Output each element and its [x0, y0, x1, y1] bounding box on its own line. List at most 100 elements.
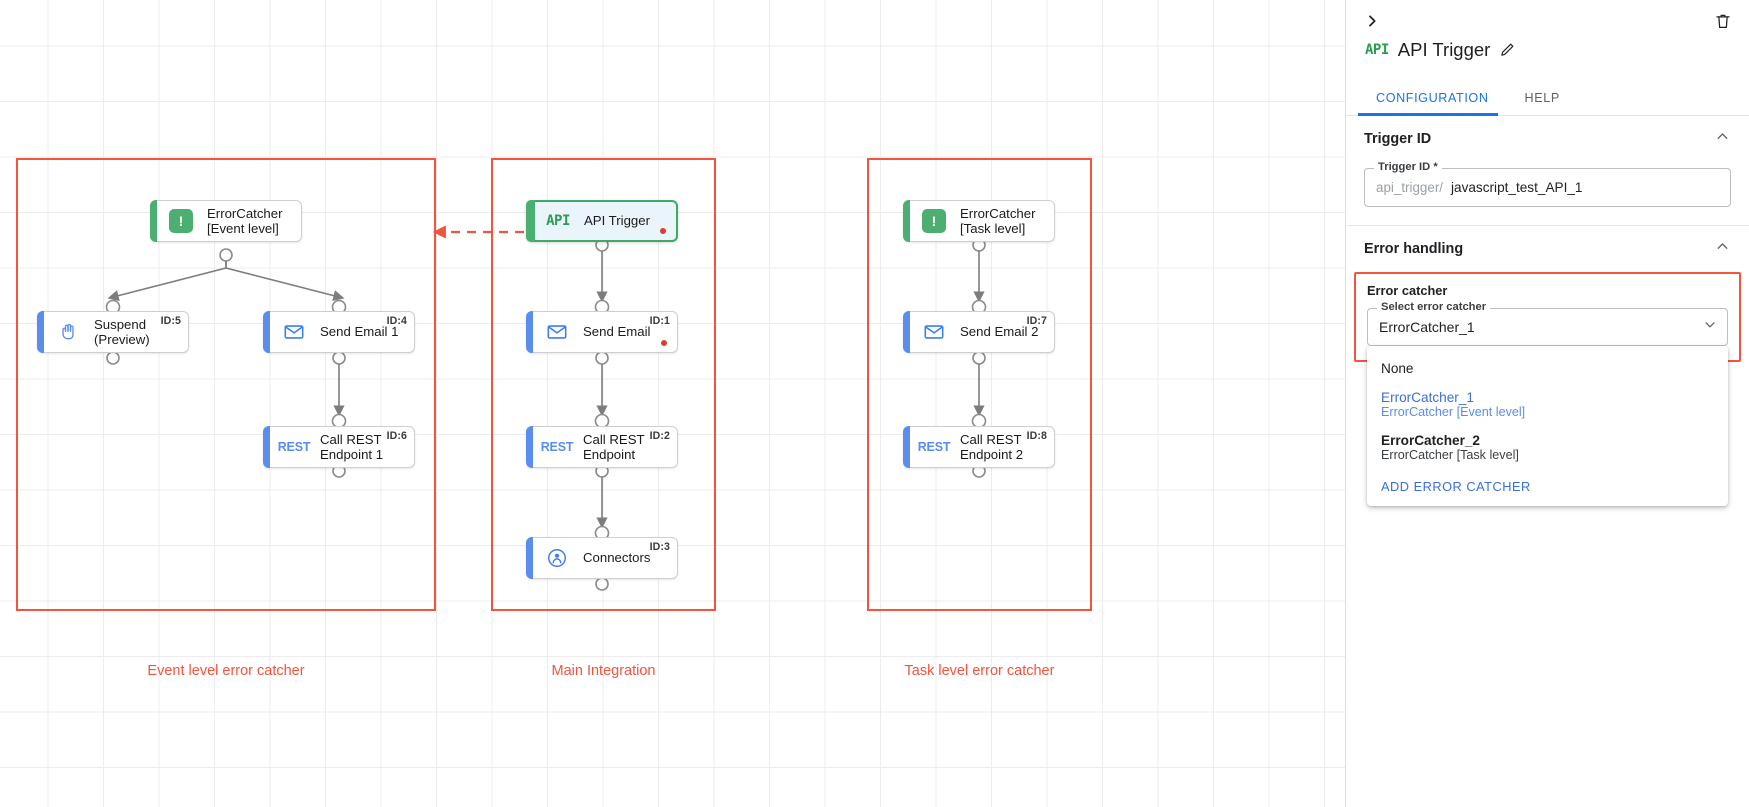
node-id-badge: ID:8: [1026, 430, 1047, 442]
config-panel: API API Trigger CONFIGURATION HELP Trigg…: [1345, 0, 1749, 807]
error-catcher-icon: !: [168, 208, 194, 234]
tab-configuration[interactable]: CONFIGURATION: [1376, 91, 1489, 105]
select-error-catcher[interactable]: Select error catcher ErrorCatcher_1: [1367, 301, 1728, 346]
node-error-catcher-event-level[interactable]: ! ErrorCatcher [Event level]: [150, 200, 302, 242]
group-label-event-level: Event level error catcher: [147, 663, 305, 679]
api-icon: API: [1365, 42, 1389, 58]
node-accent-bar: [526, 537, 533, 579]
hand-icon: [55, 319, 81, 345]
error-catcher-box: Error catcher Select error catcher Error…: [1354, 272, 1741, 506]
node-accent-bar: [526, 311, 533, 353]
node-accent-bar: [526, 426, 533, 468]
node-send-email-2[interactable]: Send Email 2 ID:7: [903, 311, 1055, 353]
group-frame-main-integration: [491, 158, 716, 611]
menu-item-primary: ErrorCatcher_1: [1381, 390, 1474, 405]
error-indicator-dot: [661, 340, 667, 346]
node-label: API Trigger: [584, 213, 650, 229]
node-label: Send Email: [583, 324, 651, 340]
section-divider: [1346, 225, 1749, 226]
group-label-task-level: Task level error catcher: [904, 663, 1055, 679]
menu-item-errorcatcher-1[interactable]: ErrorCatcher_1 ErrorCatcher [Event level…: [1367, 383, 1728, 426]
select-error-catcher-value: ErrorCatcher_1: [1379, 319, 1475, 335]
add-error-catcher-button[interactable]: ADD ERROR CATCHER: [1381, 479, 1531, 494]
envelope-icon: [921, 319, 947, 345]
node-label: Send Email 1: [320, 324, 399, 340]
envelope-icon: [281, 319, 307, 345]
chevron-up-icon[interactable]: [1714, 238, 1731, 260]
section-error-handling-header[interactable]: Error handling: [1346, 226, 1749, 272]
section-title: Trigger ID: [1364, 131, 1432, 147]
node-accent-bar: [263, 426, 270, 468]
node-accent-bar: [903, 426, 910, 468]
group-frame-event-level: [16, 158, 436, 611]
error-indicator-dot: [660, 228, 666, 234]
api-glyph: API: [546, 213, 570, 229]
section-trigger-id-header[interactable]: Trigger ID: [1346, 116, 1749, 162]
error-catcher-dropdown-menu[interactable]: None ErrorCatcher_1 ErrorCatcher [Event …: [1367, 346, 1728, 506]
page-title: API Trigger: [1397, 39, 1491, 60]
trigger-id-field-wrap: Trigger ID * api_trigger/ javascript_tes…: [1346, 161, 1749, 225]
node-id-badge: ID:4: [386, 315, 407, 327]
rest-icon: REST: [541, 434, 574, 460]
trigger-id-label: Trigger ID *: [1374, 161, 1442, 173]
trigger-id-input[interactable]: Trigger ID * api_trigger/ javascript_tes…: [1364, 161, 1731, 207]
node-id-badge: ID:6: [386, 430, 407, 442]
node-accent-bar: [526, 200, 535, 242]
node-send-email-1[interactable]: Send Email 1 ID:4: [263, 311, 415, 353]
chevron-right-icon[interactable]: [1359, 8, 1385, 34]
panel-header: API API Trigger: [1346, 0, 1749, 80]
node-call-rest-endpoint[interactable]: REST Call REST Endpoint ID:2: [526, 426, 678, 468]
panel-tabs: CONFIGURATION HELP: [1346, 80, 1749, 116]
node-label: ErrorCatcher [Task level]: [960, 205, 1036, 236]
node-call-rest-endpoint-2[interactable]: REST Call REST Endpoint 2 ID:8: [903, 426, 1055, 468]
menu-item-errorcatcher-2[interactable]: ErrorCatcher_2 ErrorCatcher [Task level]: [1367, 426, 1728, 469]
tab-help[interactable]: HELP: [1524, 91, 1560, 105]
rest-icon: REST: [918, 434, 951, 460]
node-api-trigger[interactable]: API API Trigger: [526, 200, 678, 242]
node-id-badge: ID:5: [160, 315, 181, 327]
pencil-icon[interactable]: [1499, 41, 1517, 59]
node-label: ErrorCatcher [Event level]: [207, 205, 283, 236]
node-connectors[interactable]: Connectors ID:3: [526, 537, 678, 579]
error-catcher-title: Error catcher: [1367, 283, 1448, 298]
menu-item-secondary: ErrorCatcher [Event level]: [1381, 405, 1526, 419]
node-accent-bar: [903, 200, 910, 242]
node-id-badge: ID:7: [1026, 315, 1047, 327]
node-call-rest-endpoint-1[interactable]: REST Call REST Endpoint 1 ID:6: [263, 426, 415, 468]
rest-glyph: REST: [540, 440, 574, 454]
panel-title-row: API API Trigger: [1365, 39, 1517, 61]
exclamation-glyph: !: [931, 213, 937, 229]
group-frame-task-level: [867, 158, 1092, 611]
node-id-badge: ID:3: [649, 541, 670, 553]
api-icon: API: [545, 208, 571, 234]
envelope-icon: [544, 319, 570, 345]
menu-item-none[interactable]: None: [1367, 354, 1728, 383]
node-send-email[interactable]: Send Email ID:1: [526, 311, 678, 353]
node-suspend-preview[interactable]: Suspend (Preview) ID:5: [37, 311, 189, 353]
node-label: Call REST Endpoint: [583, 431, 645, 462]
node-id-badge: ID:1: [649, 315, 670, 327]
menu-item-secondary: ErrorCatcher [Task level]: [1381, 448, 1519, 462]
menu-item-primary: None: [1381, 361, 1414, 376]
chevron-down-icon[interactable]: [1702, 317, 1718, 338]
node-label: Connectors: [583, 550, 651, 566]
rest-icon: REST: [278, 434, 311, 460]
chevron-up-icon[interactable]: [1714, 128, 1731, 150]
tab-active-underline: [1358, 113, 1498, 116]
trash-icon[interactable]: [1711, 9, 1735, 33]
node-accent-bar: [150, 200, 157, 242]
menu-item-primary: ErrorCatcher_2: [1381, 433, 1480, 448]
select-error-catcher-label: Select error catcher: [1377, 301, 1491, 313]
rest-glyph: REST: [917, 440, 951, 454]
node-error-catcher-task-level[interactable]: ! ErrorCatcher [Task level]: [903, 200, 1055, 242]
node-id-badge: ID:2: [649, 430, 670, 442]
workflow-canvas[interactable]: Event level error catcher Main Integrati…: [0, 0, 1345, 807]
connectors-icon: [544, 545, 570, 571]
error-catcher-icon: !: [921, 208, 947, 234]
node-label: Suspend (Preview): [94, 316, 150, 347]
node-label: Call REST Endpoint 1: [320, 431, 384, 462]
node-accent-bar: [37, 311, 44, 353]
node-label: Send Email 2: [960, 324, 1039, 340]
rest-glyph: REST: [277, 440, 311, 454]
